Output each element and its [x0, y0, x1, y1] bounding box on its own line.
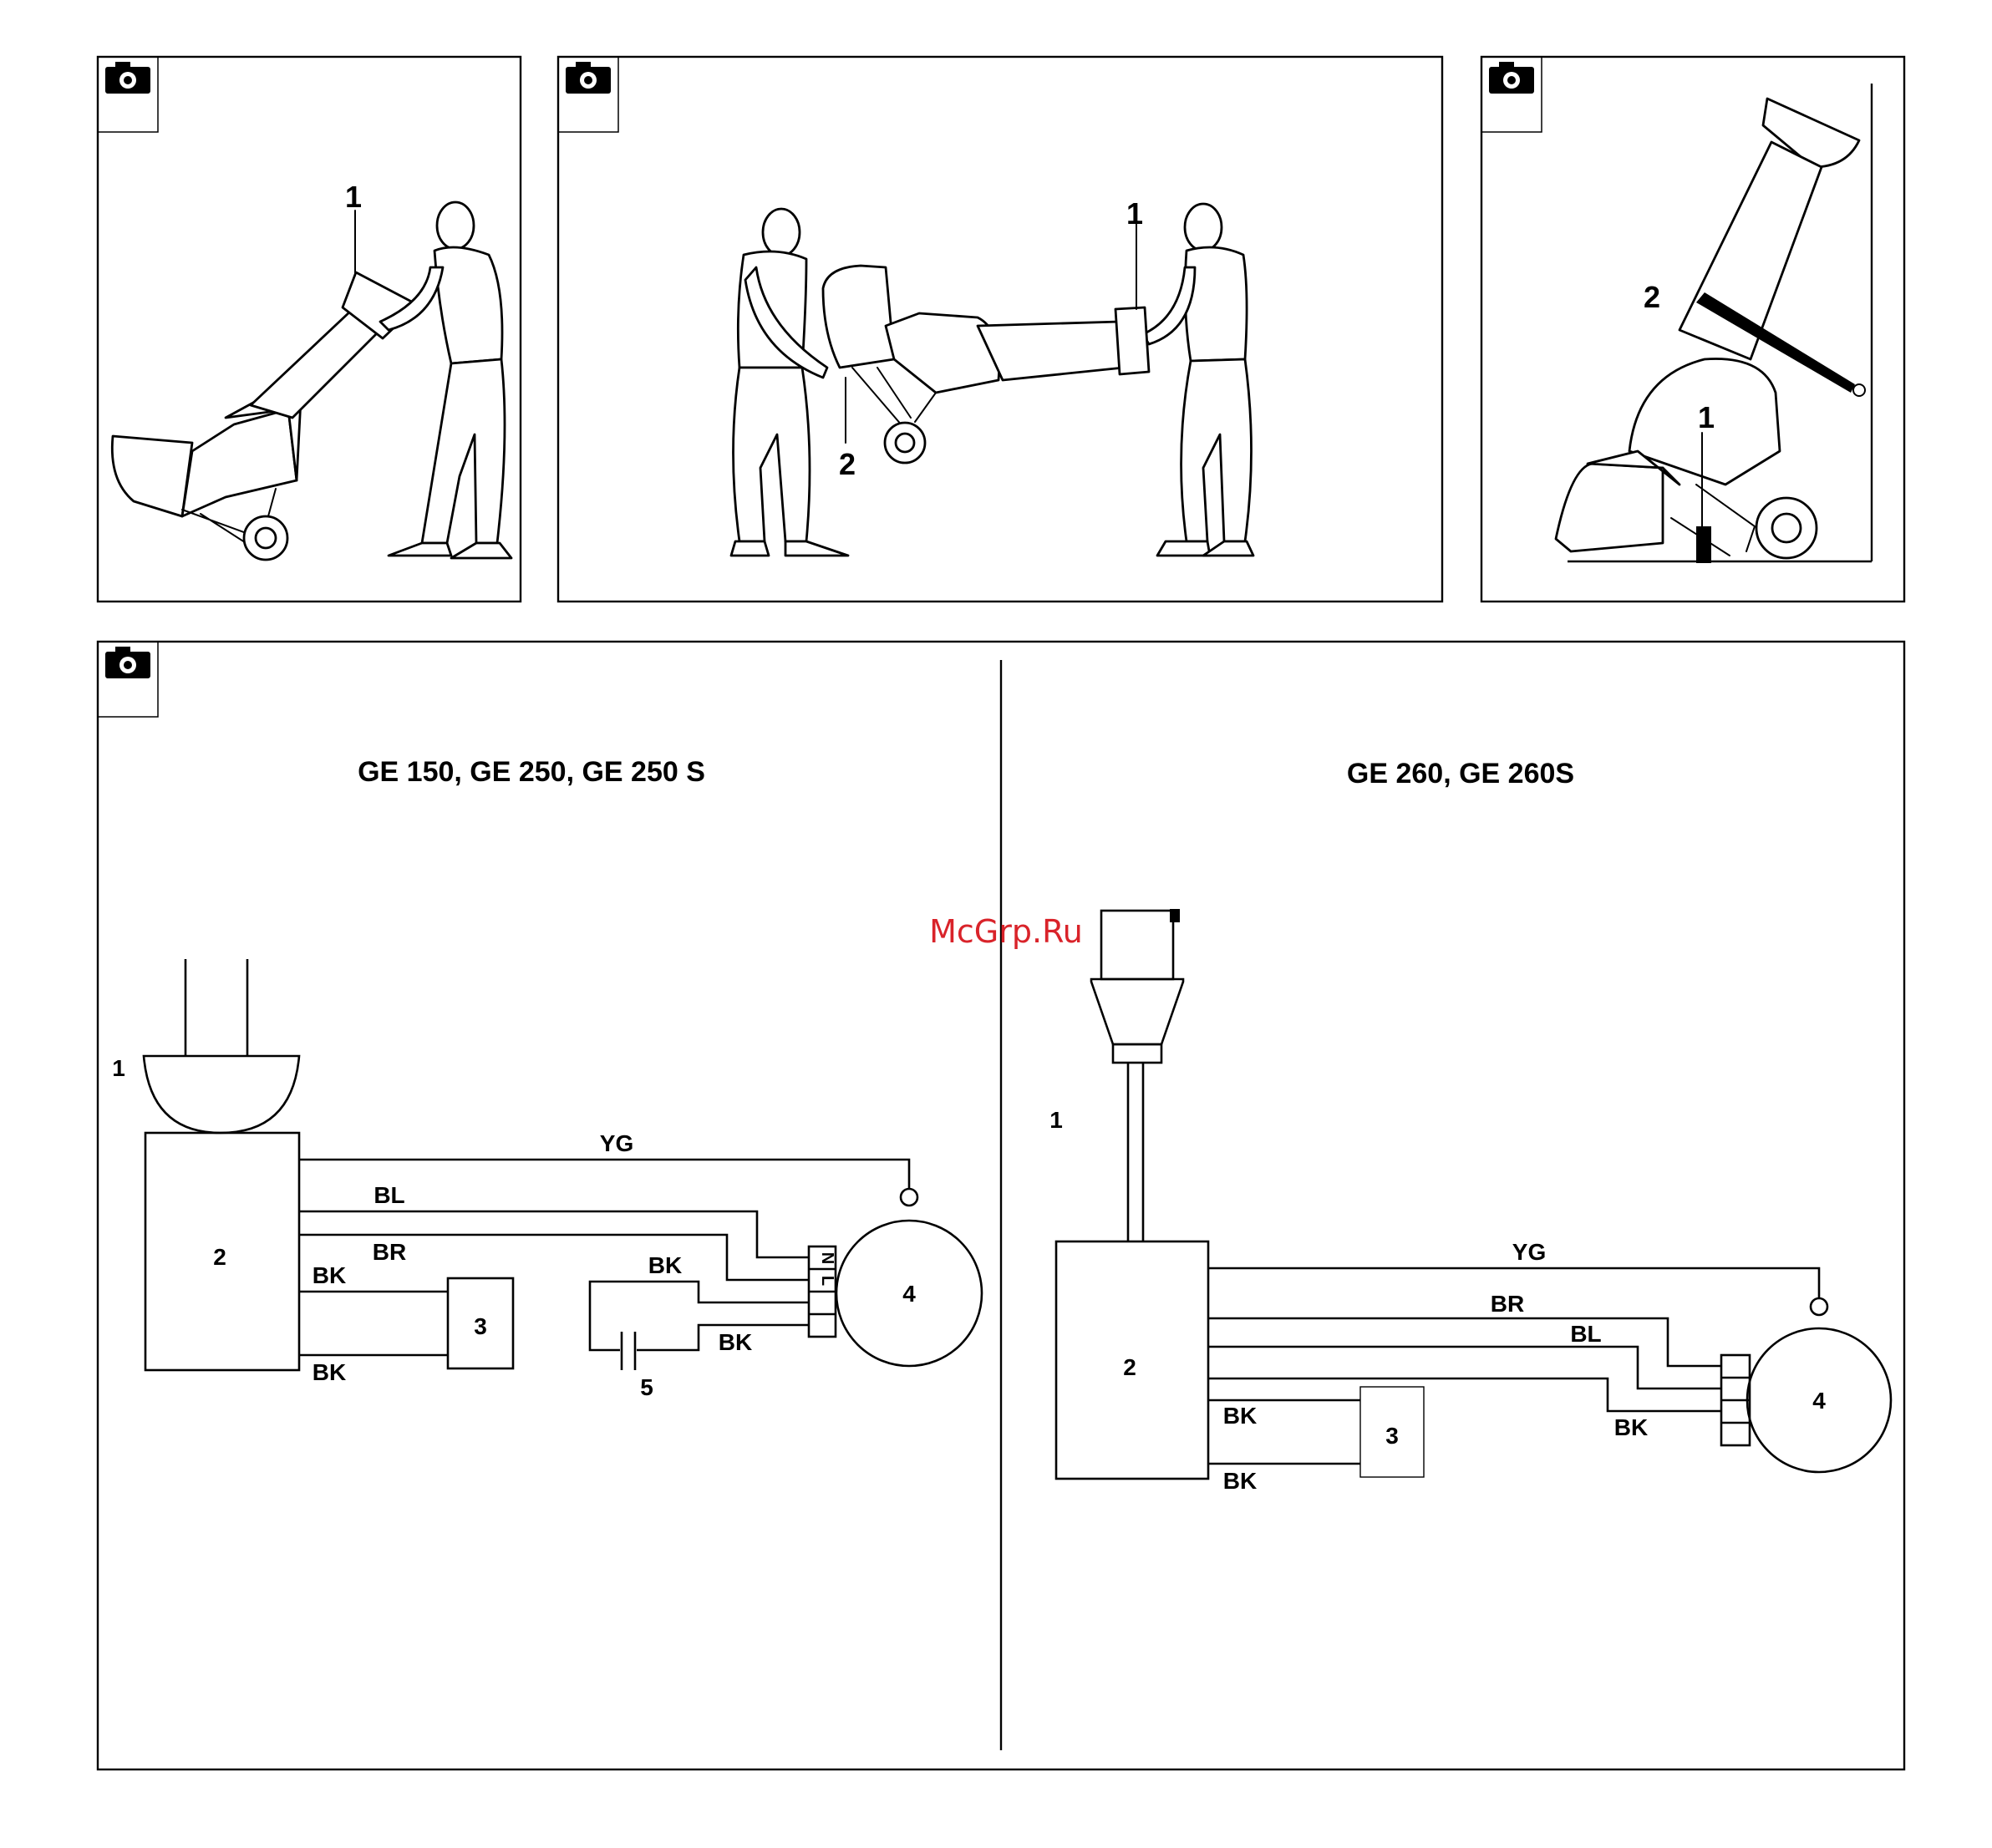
connector-icon [1091, 909, 1183, 1241]
wire-bl: BL [1570, 1321, 1601, 1347]
wiring-right: GE 260, GE 260S 1 2 3 4 [1049, 758, 1891, 1494]
wire-bk-bottom: BK [1223, 1468, 1257, 1494]
camera-icon [98, 57, 158, 132]
wire-bk-motor: BK [1614, 1414, 1648, 1440]
terminal-l: L [818, 1276, 836, 1286]
shredder-upright [1556, 99, 1859, 558]
wire-yg: YG [1512, 1239, 1546, 1265]
callout-1: 1 [345, 180, 362, 214]
shredder-horizontal [823, 266, 1149, 463]
earth-terminal [901, 1189, 917, 1206]
camera-icon [98, 642, 158, 717]
callout-1: 1 [1126, 196, 1143, 231]
switch-label: 2 [1123, 1354, 1136, 1380]
callout-1: 1 [1698, 400, 1715, 434]
motor-label: 4 [902, 1281, 916, 1307]
switch-label: 2 [213, 1244, 226, 1270]
wiring-right-title: GE 260, GE 260S [1347, 758, 1574, 789]
wire-bk-cap-top: BK [648, 1252, 682, 1278]
capacitor-label: 5 [640, 1374, 653, 1400]
plug-icon [144, 959, 299, 1133]
wiring-left: GE 150, GE 250, GE 250 S 1 2 3 4 [112, 756, 982, 1400]
panel-storage: 2 1 [1481, 57, 1904, 602]
shredder-tilted [112, 272, 418, 560]
wire-bl: BL [374, 1182, 404, 1208]
support-stand [1696, 526, 1711, 563]
callout-2: 2 [1644, 280, 1660, 314]
watermark: McGrp.Ru [929, 913, 1083, 950]
motor-label: 4 [1812, 1388, 1826, 1414]
wire-bk-top: BK [1223, 1403, 1257, 1429]
panel-lift-two-persons: 1 2 [558, 57, 1442, 602]
panel-lift-one-person: 1 [98, 57, 521, 602]
unit-3-label: 3 [1385, 1423, 1399, 1449]
person-right [1143, 204, 1253, 556]
person-lifting [380, 202, 511, 558]
wiring-left-title: GE 150, GE 250, GE 250 S [358, 756, 705, 788]
wire-bk-cap-bottom: BK [719, 1329, 752, 1355]
camera-icon [558, 57, 618, 132]
wire-bk-bottom: BK [313, 1359, 346, 1385]
wire-bk-top: BK [313, 1262, 346, 1288]
unit-3-label: 3 [474, 1313, 487, 1339]
plug-label: 1 [112, 1055, 125, 1081]
person-left [731, 209, 848, 556]
wire-yg: YG [600, 1130, 633, 1156]
camera-icon [1481, 57, 1542, 132]
wire-br: BR [1491, 1291, 1524, 1317]
panel-wiring: GE 150, GE 250, GE 250 S 1 2 3 4 [98, 642, 1904, 1769]
callout-2: 2 [839, 447, 856, 481]
terminal-n: N [818, 1252, 836, 1264]
wire-br: BR [373, 1239, 406, 1265]
plug-label: 1 [1049, 1107, 1063, 1133]
earth-terminal [1811, 1298, 1827, 1315]
